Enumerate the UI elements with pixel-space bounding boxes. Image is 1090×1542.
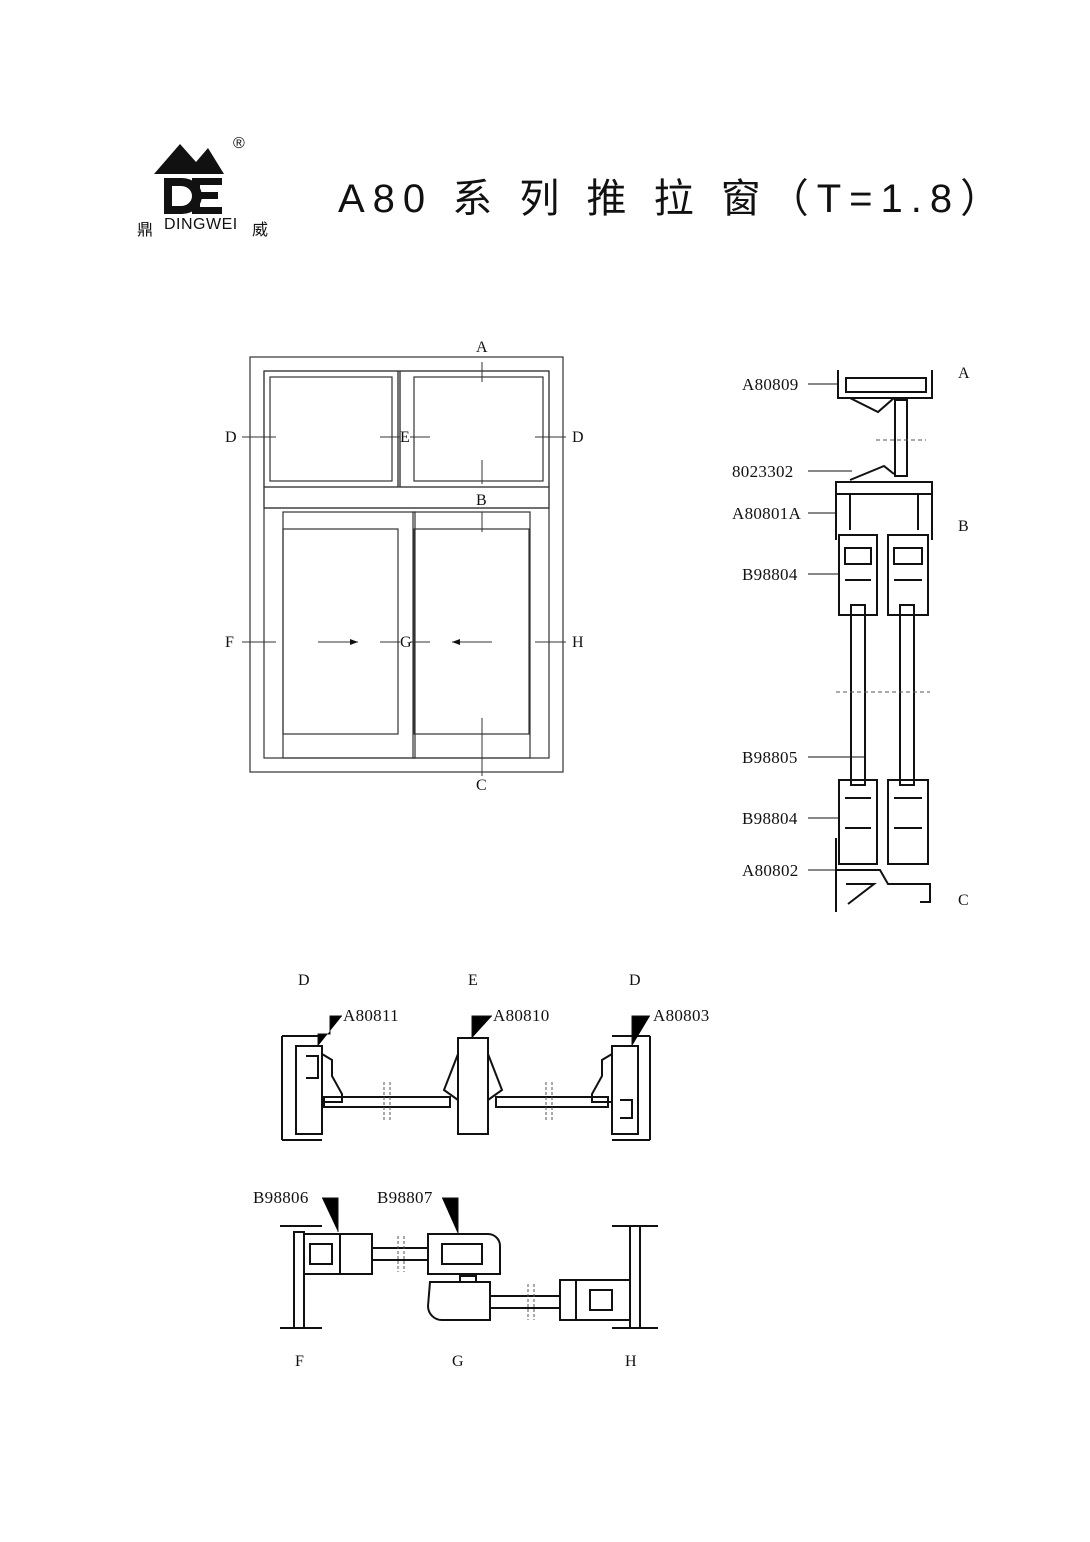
htop-label-d-left: D (298, 972, 310, 989)
elev-label-c: C (476, 777, 487, 794)
elev-label-a: A (476, 339, 488, 356)
dingwei-logo-icon (154, 144, 224, 214)
brand-char-right: 威 (252, 222, 269, 239)
vsection-label-a: A (958, 365, 970, 382)
section-code-a80809: A80809 (742, 375, 799, 394)
elev-label-d-right: D (572, 429, 584, 446)
section-code-8023302: 8023302 (732, 462, 794, 481)
hbottom-code-b98807: B98807 (377, 1188, 433, 1207)
registered-mark: ® (233, 135, 246, 152)
vsection-label-c: C (958, 892, 969, 909)
hbottom-code-b98806: B98806 (253, 1188, 309, 1207)
hbottom-label-h: H (625, 1353, 637, 1370)
htop-code-a80803: A80803 (653, 1006, 710, 1025)
elev-label-f: F (225, 634, 234, 651)
section-code-b98804-upper: B98804 (742, 565, 798, 584)
htop-label-d-right: D (629, 972, 641, 989)
htop-label-e: E (468, 972, 478, 989)
section-code-b98804-lower: B98804 (742, 809, 798, 828)
elev-label-b: B (476, 492, 487, 509)
htop-code-a80811: A80811 (343, 1006, 399, 1025)
elev-label-g: G (400, 634, 412, 651)
htop-code-a80810: A80810 (493, 1006, 550, 1025)
brand-logo (150, 140, 280, 240)
elev-label-d-left: D (225, 429, 237, 446)
page-title: A80 系 列 推 拉 窗（T=1.8） (338, 177, 1009, 221)
section-code-a80802: A80802 (742, 861, 799, 880)
elev-label-e: E (400, 429, 410, 446)
section-code-a80801a: A80801A (732, 504, 802, 523)
brand-char-left: 鼎 (137, 222, 154, 239)
hbottom-label-f: F (295, 1353, 304, 1370)
elev-label-h: H (572, 634, 584, 651)
brand-name: DINGWEI (164, 216, 238, 233)
section-code-b98805: B98805 (742, 748, 798, 767)
hbottom-label-g: G (452, 1353, 464, 1370)
vsection-label-b: B (958, 518, 969, 535)
